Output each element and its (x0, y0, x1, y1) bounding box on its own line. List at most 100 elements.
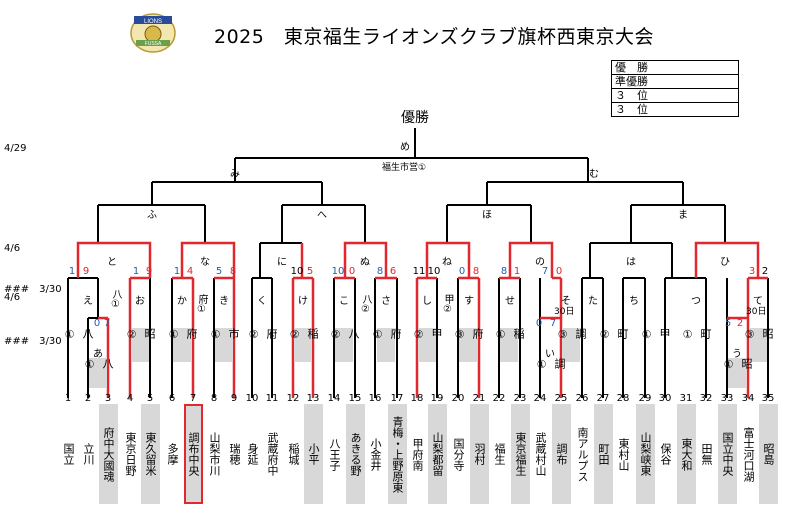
venue-box: 府 ② (247, 328, 278, 341)
r64-code: い (545, 349, 555, 360)
venue-box: 市 ① (209, 328, 240, 362)
score: 10 (290, 266, 304, 277)
qf-code: へ (317, 210, 327, 221)
r32-code: き (219, 296, 229, 307)
team-name: 調布中央 (184, 404, 203, 504)
score: 5 (306, 266, 314, 277)
slot-number: 16 (368, 393, 382, 404)
date-r32-b: 4/6 (4, 292, 21, 303)
final-code: め (400, 142, 410, 153)
venue-box: 調 ③ (556, 328, 587, 362)
slot-number: 35 (761, 393, 775, 404)
score: 5 (724, 318, 732, 329)
slot-number: 28 (616, 393, 630, 404)
slot-number: 13 (306, 393, 320, 404)
team-name: 国立中央 (718, 404, 737, 504)
score: 8 (376, 266, 384, 277)
team-name: 東久留米 (141, 404, 160, 504)
team-name: 武蔵府中 (266, 432, 279, 476)
slot-number: 10 (245, 393, 259, 404)
lions-club-logo: LIONS FUSSA (128, 12, 178, 54)
venue-box: 甲 ① (640, 328, 671, 341)
slot-number: 7 (189, 393, 197, 404)
venue-box: 稲 ① (494, 328, 525, 362)
so-date: 30日 (554, 307, 575, 317)
slot-number: 9 (230, 393, 238, 404)
score: 9 (145, 266, 153, 277)
venue-box: 昭 ③ (743, 328, 774, 362)
r16-code: ぬ (360, 257, 370, 268)
venue-box: 府 ① (371, 328, 402, 362)
r32-code: え (83, 296, 93, 307)
team-name: 東京福生 (511, 404, 530, 504)
score: 1 (68, 266, 76, 277)
r32-code: こ (339, 296, 349, 307)
slot-number: 14 (327, 393, 341, 404)
r16-code: な (200, 257, 210, 268)
team-name: 国立 (62, 443, 75, 465)
slot-number: 15 (348, 393, 362, 404)
date-final: 4/29 (4, 143, 27, 154)
team-name: 東京日野 (124, 432, 137, 476)
team-name: 青梅・上野原東 (388, 404, 407, 504)
score: 8 (472, 266, 480, 277)
team-name: 国分寺 (452, 437, 465, 471)
r32-code: ち (629, 296, 639, 307)
placing-row: ３ 位 (611, 102, 739, 117)
team-name: 福生 (493, 443, 506, 465)
slot-number: 25 (554, 393, 568, 404)
team-name: 多摩 (166, 443, 179, 465)
score: 2 (736, 318, 744, 329)
slot-number: 8 (210, 393, 218, 404)
score: 7 (541, 266, 549, 277)
r32-code: つ (691, 296, 701, 307)
r32-code: し (422, 296, 432, 307)
venue-box: 町 ① (681, 328, 712, 341)
team-name: 山梨峡東 (636, 404, 655, 504)
slot-number: 34 (741, 393, 755, 404)
slot-number: 19 (430, 393, 444, 404)
svg-text:LIONS: LIONS (144, 19, 162, 25)
venue-box: 府 ③ (453, 328, 484, 362)
score: 0 (458, 266, 466, 277)
slot-number: 31 (679, 393, 693, 404)
r32-code: け (298, 296, 308, 307)
r32-side-note: 八① (110, 288, 121, 310)
team-name: 武蔵村山 (534, 432, 547, 476)
venue-box: 甲 ② (412, 328, 443, 362)
score: 11 (412, 266, 426, 277)
team-name: 甲府南 (411, 437, 424, 471)
slot-number: 21 (472, 393, 486, 404)
slot-number: 26 (575, 393, 589, 404)
semi-right-code: む (589, 169, 599, 180)
team-name: あきる野 (346, 404, 365, 504)
placings-table: 優 勝 準優勝 ３ 位 ３ 位 (611, 60, 739, 117)
slot-number: 3 (104, 393, 112, 404)
placing-label: ３ 位 (611, 102, 739, 117)
team-name: 富士河口湖 (742, 426, 755, 482)
team-name: 町田 (594, 404, 613, 504)
r32-code: て (753, 296, 763, 307)
team-name: 東村山 (617, 437, 630, 471)
r32-code: お (135, 296, 145, 307)
r32-code: さ (381, 296, 391, 307)
r32-code: せ (505, 296, 515, 307)
bracket-lines (67, 128, 769, 398)
r16-code: は (626, 257, 636, 268)
slot-number: 30 (658, 393, 672, 404)
venue-box: 昭 ② (125, 328, 156, 362)
r32-code: す (464, 296, 474, 307)
r32-side-note: 甲② (442, 293, 453, 315)
score: 1 (132, 266, 140, 277)
venue-box: 府 ① (167, 328, 198, 362)
r16-code: ね (442, 257, 452, 268)
slot-number: 4 (126, 393, 134, 404)
slot-number: 12 (286, 393, 300, 404)
score: 2 (761, 266, 769, 277)
r32-side-note: 府① (196, 293, 207, 315)
team-name: 山梨市川 (208, 432, 221, 476)
r32-side-note: 八② (360, 293, 371, 315)
date-r32-a: ### 3/30 (4, 284, 62, 295)
slot-number: 32 (699, 393, 713, 404)
slot-number: 33 (720, 393, 734, 404)
